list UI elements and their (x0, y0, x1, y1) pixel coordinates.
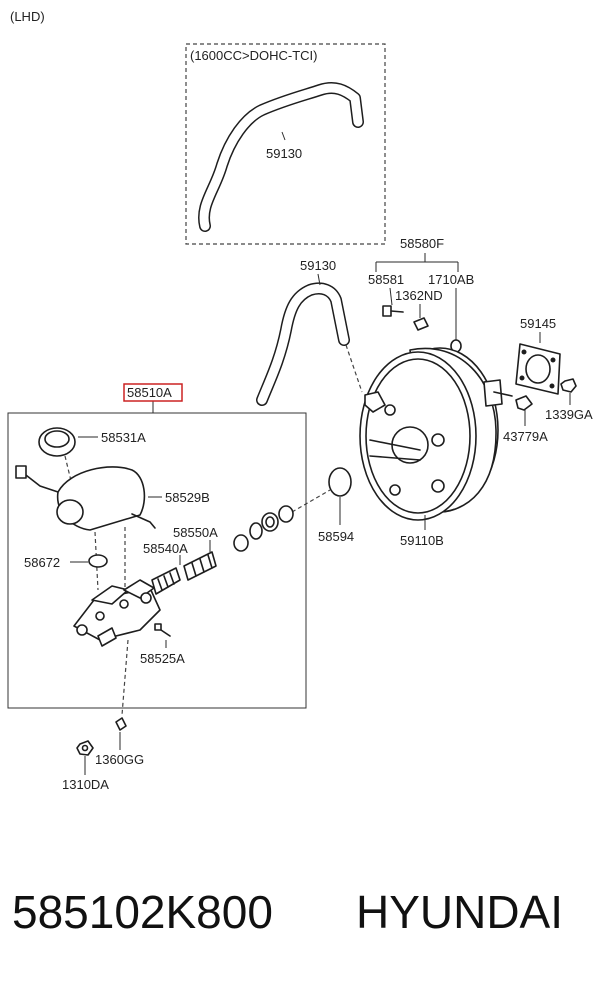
label-59130-top: 59130 (266, 146, 302, 161)
label-58672: 58672 (24, 555, 60, 570)
seal-ring-3 (261, 512, 279, 532)
sensor-connector (15, 465, 27, 479)
label-1310DA: 1310DA (62, 777, 109, 792)
label-58594: 58594 (318, 529, 354, 544)
vacuum-hose: 59130 (256, 258, 363, 406)
mc-port-4 (140, 592, 152, 604)
o-ring-58594 (328, 467, 352, 497)
washer-1360GG (115, 717, 127, 731)
clevis-group: 43779A (503, 395, 548, 444)
snap-pin-1362ND (413, 317, 429, 331)
level-sensor-wire (21, 471, 59, 493)
gasket-group: 59145 1339GA (515, 316, 593, 422)
brand-name: HYUNDAI (356, 886, 563, 938)
clevis-43779A (515, 395, 533, 411)
label-1339GA: 1339GA (545, 407, 593, 422)
inset-frame (185, 43, 386, 245)
vacuum-hose-tci-inner (199, 83, 363, 231)
label-58510A: 58510A (127, 385, 172, 400)
label-1362ND: 1362ND (395, 288, 443, 303)
group-58580F: 58580F 58581 1710AB 1362ND (368, 236, 474, 353)
label-58581: 58581 (368, 272, 404, 287)
label-58550A: 58550A (173, 525, 218, 540)
label-59130: 59130 (300, 258, 336, 273)
label-59145: 59145 (520, 316, 556, 331)
label-58540A: 58540A (143, 541, 188, 556)
nut-1339GA (560, 378, 577, 393)
push-rod-stud (369, 439, 421, 451)
part-number: 585102K800 (12, 886, 273, 938)
hose-connection-line (345, 344, 363, 393)
mounting-hardware: 1360GG 1310DA (62, 717, 144, 792)
o-ring-group: 58594 (291, 467, 354, 544)
check-valve (364, 391, 386, 413)
assembly-frame (7, 412, 307, 709)
vacuum-hose-outline (256, 282, 350, 406)
reservoir-cap (38, 427, 76, 457)
mc-port-1 (76, 624, 88, 636)
seal-ring-1 (233, 534, 249, 552)
label-1360GG: 1360GG (95, 752, 144, 767)
piston-58550A (183, 551, 217, 581)
variant-note: (LHD) (10, 9, 45, 24)
clevis-pin-58581 (382, 305, 392, 317)
label-58529B: 58529B (165, 490, 210, 505)
master-cylinder-assembly: 58510A 58531A 58529B 58672 58540A 58 (7, 383, 307, 716)
label-58531A: 58531A (101, 430, 146, 445)
reservoir-neck (56, 499, 84, 525)
label-43779A: 43779A (503, 429, 548, 444)
engine-variant-inset: (1600CC>DOHC-TCI) 59130 (185, 43, 386, 245)
mc-port-2 (95, 611, 105, 621)
label-1710AB: 1710AB (428, 272, 474, 287)
leader-59130 (317, 273, 321, 286)
brake-booster: 59110B (359, 347, 513, 548)
vacuum-hose-inner (257, 283, 349, 405)
engine-note: (1600CC>DOHC-TCI) (190, 48, 318, 63)
label-58580F: 58580F (400, 236, 444, 251)
leader-59130-top (281, 131, 286, 141)
push-rod-yoke (483, 379, 503, 407)
highlight-box-58510A (123, 383, 183, 402)
mc-port-3 (119, 599, 129, 609)
grommet-58672 (88, 554, 108, 568)
seal-ring-4 (278, 505, 294, 523)
seal-ring-2 (249, 522, 263, 540)
nut-1310DA (76, 740, 94, 756)
label-58525A: 58525A (140, 651, 185, 666)
label-59110B: 59110B (400, 533, 444, 548)
gasket-hole (525, 354, 551, 384)
